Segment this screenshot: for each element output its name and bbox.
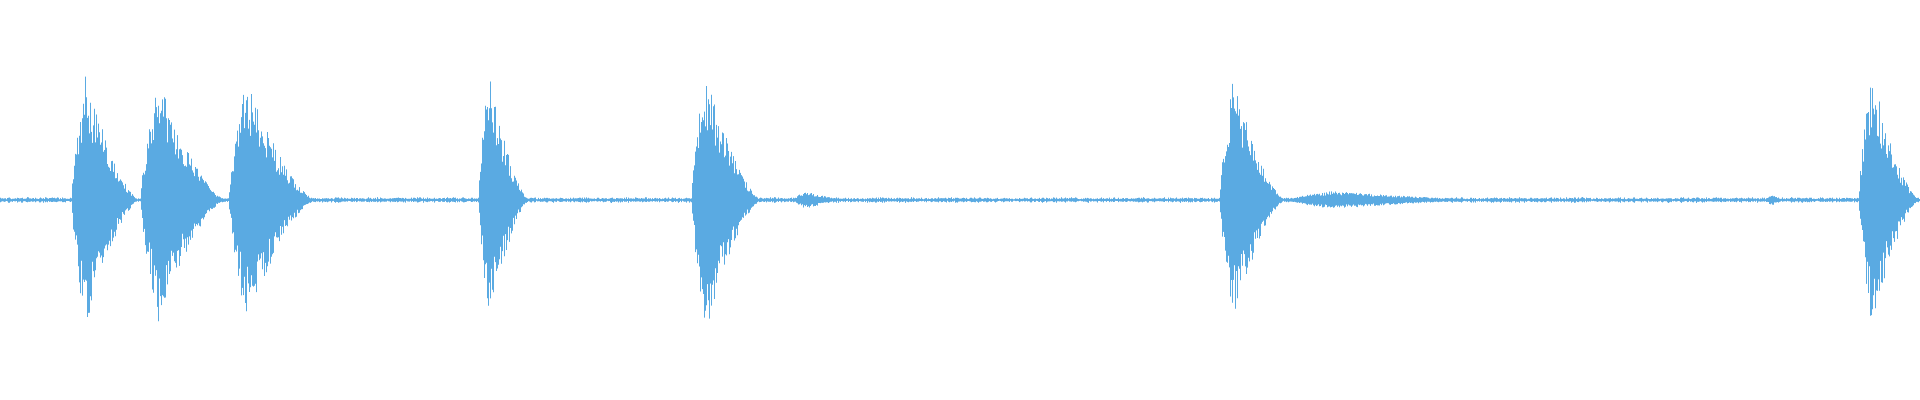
- waveform-series: [0, 76, 1920, 322]
